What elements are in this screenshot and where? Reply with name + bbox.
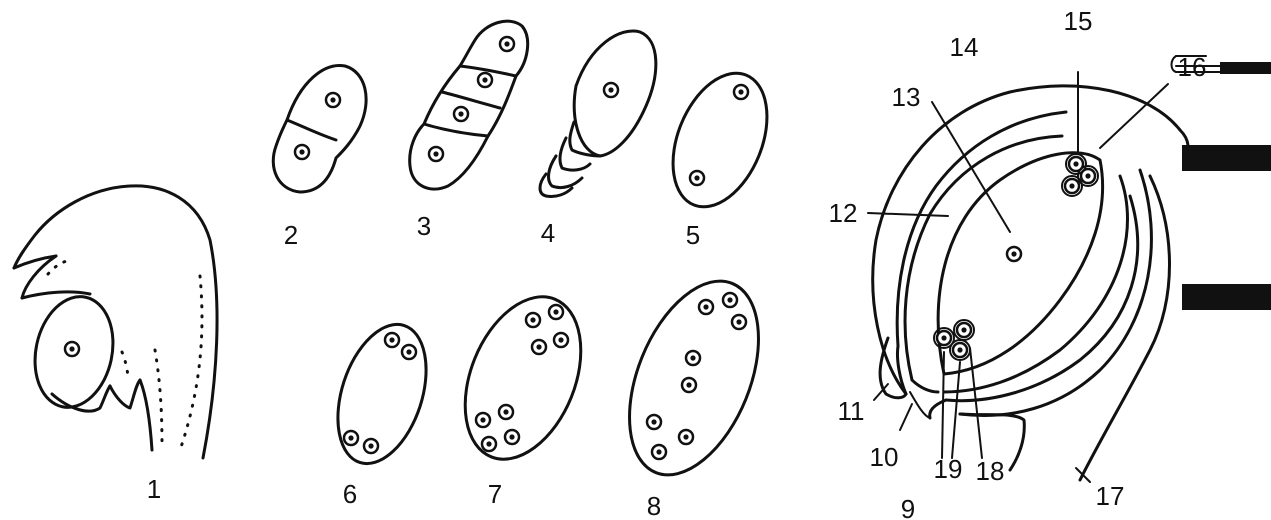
dyad-upper-nucleus [326,93,340,107]
eight-nucleate-nucleus-2 [549,305,563,319]
megaspore-mother-cell-nucleus [65,342,79,356]
part-label-10: 10 [870,442,899,472]
stage-label-1: 1 [147,474,161,504]
eight-nucleate-nucleus-8 [505,430,519,444]
part-label-16: 16 [1178,52,1207,82]
antipodal-cells [1062,154,1098,196]
stage-label-7: 7 [488,479,502,509]
stage-1-ovule-primordium: 1 [14,186,217,504]
stage-label-3: 3 [417,211,431,241]
stage-2-dyad: 2 [273,65,366,250]
stage-9-mature-ovule: 10 11 12 13 14 15 16 17 18 19 9 [829,6,1271,520]
stage-label-2: 2 [284,220,298,250]
placenta-cut-upper [1182,145,1271,171]
leader-17 [1076,468,1090,482]
four-nucleate-nucleus-1 [385,333,399,347]
funiculus-outer-wall [1080,176,1170,480]
stage-label-4: 4 [541,218,555,248]
leader-19b [952,362,960,458]
leader-12 [868,213,948,216]
stage-5-two-nucleate-embryo-sac: 5 [655,59,785,250]
four-nucleate-nucleus-3 [344,431,358,445]
two-nucleate-lower-nucleus [690,171,704,185]
mature-sac-nucleus-8 [652,445,666,459]
eight-nucleate-nucleus-5 [476,413,490,427]
part-label-15: 15 [1064,6,1093,36]
four-nucleate-nucleus-4 [364,439,378,453]
stage-4-functional-megaspore: 4 [540,31,656,248]
two-nucleate-upper-nucleus [734,85,748,99]
leader-13 [932,102,1010,232]
stage-6-four-nucleate-embryo-sac: 6 [322,313,443,509]
tetrad-cell-1-nucleus [500,37,514,51]
tetrad-cell-2-nucleus [478,73,492,87]
eight-nucleate-nucleus-4 [554,333,568,347]
central-cell-nucleus [1007,247,1021,261]
stage-label-6: 6 [343,479,357,509]
part-label-17: 17 [1096,481,1125,511]
mature-sac-nucleus-4 [686,351,700,365]
stage-7-eight-nucleate-embryo-sac: 7 [443,280,603,509]
part-label-19: 19 [934,454,963,484]
part-label-18: 18 [976,456,1005,486]
eight-nucleate-nucleus-3 [532,340,546,354]
functional-megaspore-nucleus [604,83,618,97]
mature-sac-nucleus-2 [723,293,737,307]
mature-sac-nucleus-5 [682,378,696,392]
leader-10 [900,404,912,430]
placenta-cut-lower [1182,284,1271,310]
mature-sac-nucleus-1 [699,300,713,314]
tetrad-cell-3-nucleus [454,107,468,121]
stage-3-linear-tetrad: 3 [410,21,528,241]
part-label-13: 13 [892,82,921,112]
dyad-lower-nucleus [295,145,309,159]
mature-sac-nucleus-7 [679,430,693,444]
mature-sac-nucleus-6 [647,415,661,429]
stage-label-9: 9 [901,494,915,520]
leader-16 [1100,84,1168,148]
label-pointer-block [1220,62,1271,74]
tetrad-cell-4-nucleus [429,147,443,161]
eight-nucleate-nucleus-1 [526,313,540,327]
mature-sac-nucleus-3 [732,315,746,329]
four-nucleate-nucleus-2 [402,345,416,359]
part-label-12: 12 [829,198,858,228]
stage-label-5: 5 [686,220,700,250]
stage-label-8: 8 [647,491,661,520]
part-label-14: 14 [950,32,979,62]
eight-nucleate-nucleus-6 [499,405,513,419]
part-label-11: 11 [838,396,865,426]
stage-8-mature-embryo-sac-nuclei: 8 [604,262,784,520]
inner-integument [905,136,1062,380]
eight-nucleate-nucleus-7 [482,437,496,451]
